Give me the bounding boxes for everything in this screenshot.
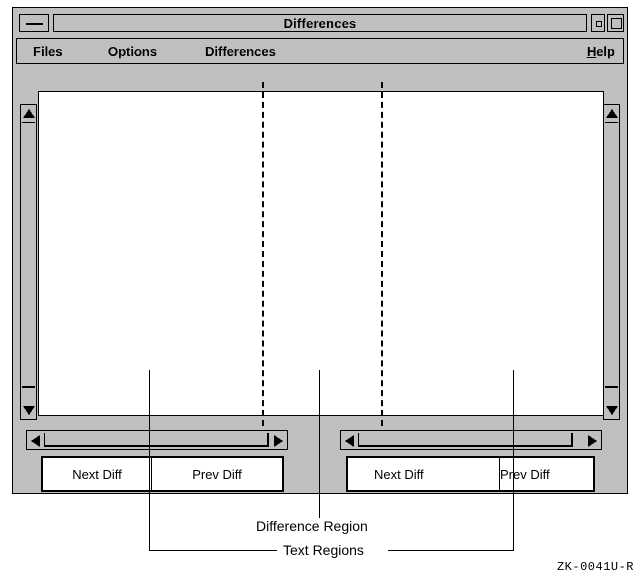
figure-id: ZK-0041U-R (556, 560, 634, 574)
window-menu-button[interactable] (19, 14, 49, 32)
difference-region-label: Difference Region (250, 518, 374, 534)
arrow-down-icon[interactable] (605, 404, 618, 417)
menu-item-help-rest: elp (596, 44, 615, 59)
button-row-right: Next Diff Prev Diff (346, 456, 595, 492)
menu-item-differences[interactable]: Differences (205, 44, 276, 59)
menu-item-options[interactable]: Options (108, 44, 158, 59)
maximize-button[interactable] (607, 14, 624, 32)
arrow-right-icon[interactable] (586, 434, 599, 447)
horizontal-scrollbar-left[interactable] (26, 430, 288, 450)
next-diff-button-left[interactable]: Next Diff (43, 458, 152, 490)
text-regions-label: Text Regions (277, 542, 370, 558)
arrow-up-icon[interactable] (22, 107, 35, 120)
arrow-down-icon[interactable] (22, 404, 35, 417)
vertical-scrollbar-left[interactable] (20, 104, 37, 420)
next-diff-button-right[interactable]: Next Diff (348, 458, 500, 490)
button-row-left: Next Diff Prev Diff (41, 456, 284, 492)
minimize-icon (596, 21, 602, 27)
window-menu-icon (26, 23, 43, 25)
menu-item-help-mnemonic: H (586, 44, 597, 59)
menu-item-help[interactable]: Help (587, 43, 615, 61)
maximize-icon (611, 18, 622, 29)
arrow-left-icon[interactable] (343, 434, 356, 447)
menu-bar: Files Options Differences Help (16, 38, 624, 64)
text-regions-bracket-left (149, 550, 281, 551)
title-field: Differences (53, 14, 587, 32)
prev-diff-button-left[interactable]: Prev Diff (152, 458, 282, 490)
menu-item-files[interactable]: Files (33, 44, 63, 59)
scrollbar-thumb[interactable] (358, 433, 573, 447)
horizontal-scrollbar-right[interactable] (340, 430, 602, 450)
scrollbar-thumb[interactable] (22, 122, 35, 388)
scrollbar-thumb[interactable] (44, 433, 269, 447)
arrow-right-icon[interactable] (272, 434, 285, 447)
arrow-up-icon[interactable] (605, 107, 618, 120)
differences-window: Differences Files Options Differences He… (12, 7, 628, 494)
text-display-panel[interactable] (38, 91, 604, 416)
scrollbar-thumb[interactable] (605, 122, 618, 388)
arrow-left-icon[interactable] (29, 434, 42, 447)
work-area: Next Diff Prev Diff Next Diff Prev Diff (16, 67, 624, 492)
vertical-scrollbar-right[interactable] (603, 104, 620, 420)
text-regions-bracket-right (388, 550, 514, 551)
prev-diff-button-right[interactable]: Prev Diff (500, 458, 593, 490)
title-bar: Differences (16, 11, 624, 35)
window-title: Differences (283, 15, 357, 31)
minimize-button[interactable] (591, 14, 605, 32)
